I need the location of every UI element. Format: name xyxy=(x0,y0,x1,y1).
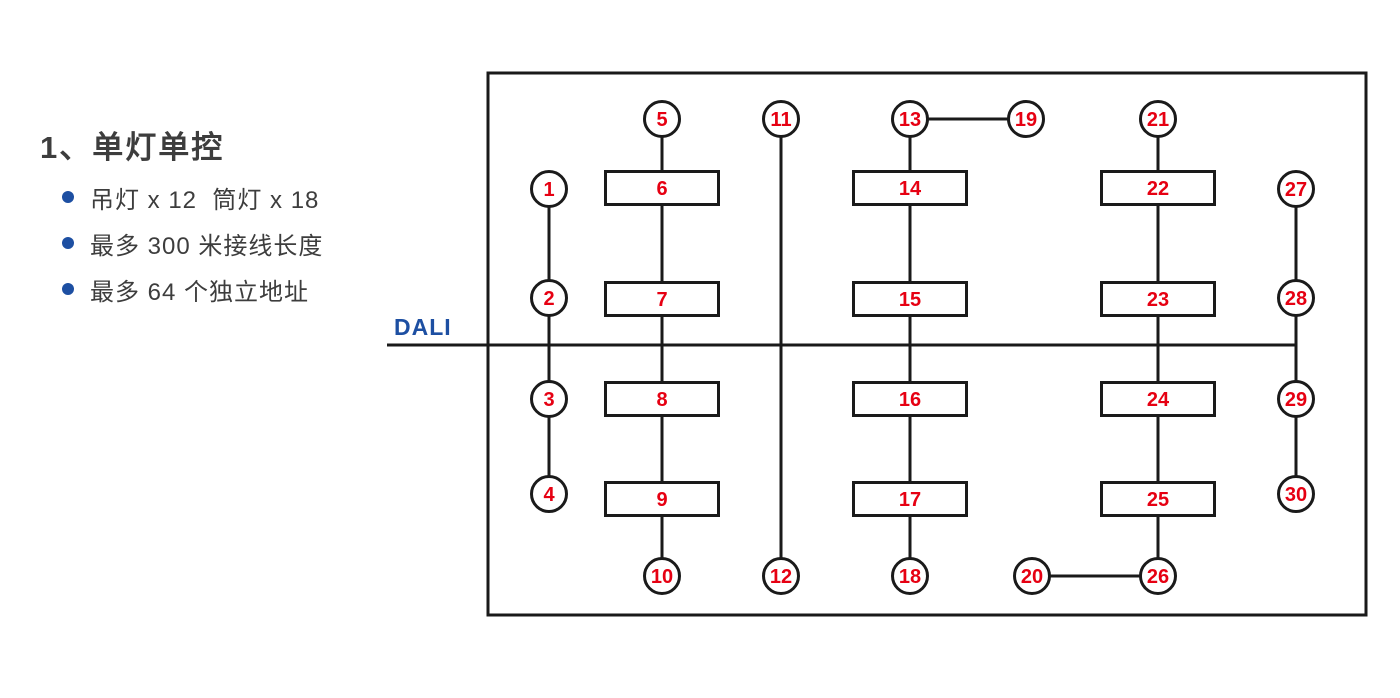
node-number: 14 xyxy=(899,178,922,200)
spec-text: 最多 300 米接线长度 xyxy=(90,232,324,260)
downlight-node-30 xyxy=(1277,475,1315,513)
downlight-node-5 xyxy=(643,100,681,138)
downlight-node-11 xyxy=(762,100,800,138)
node-number: 18 xyxy=(899,566,921,588)
dali-bus-label: DALI xyxy=(394,314,452,340)
pendant-lamp-node-17 xyxy=(852,481,968,517)
node-number: 30 xyxy=(1285,484,1307,506)
node-number: 4 xyxy=(543,484,555,506)
pendant-lamp-node-8 xyxy=(604,381,720,417)
node-number: 22 xyxy=(1147,178,1169,200)
downlight-node-21 xyxy=(1139,100,1177,138)
info-panel: 1、单灯单控 吊灯 x 12 筒灯 x 18 最多 300 米接线长度 最多 6… xyxy=(0,0,480,698)
pendant-lamp-node-14 xyxy=(852,170,968,206)
pendant-lamp-node-15 xyxy=(852,281,968,317)
node-number: 17 xyxy=(899,489,921,511)
spec-bullet: 最多 64 个独立地址 xyxy=(62,266,323,312)
node-number: 29 xyxy=(1285,389,1307,411)
node-number: 3 xyxy=(543,389,554,411)
node-number: 15 xyxy=(899,289,921,311)
pendant-lamp-node-6 xyxy=(604,170,720,206)
downlight-node-18 xyxy=(891,557,929,595)
spec-bullet: 吊灯 x 12 筒灯 x 18 xyxy=(62,174,323,220)
downlight-node-20 xyxy=(1013,557,1051,595)
pendant-lamp-node-25 xyxy=(1100,481,1216,517)
node-number: 28 xyxy=(1285,288,1307,310)
spec-text: 吊灯 x 12 筒灯 x 18 xyxy=(90,186,320,214)
downlight-node-1 xyxy=(530,170,568,208)
downlight-node-10 xyxy=(643,557,681,595)
downlight-node-27 xyxy=(1277,170,1315,208)
spec-bullet: 最多 300 米接线长度 xyxy=(62,220,323,266)
downlight-node-3 xyxy=(530,380,568,418)
pendant-lamp-node-16 xyxy=(852,381,968,417)
node-number: 13 xyxy=(899,109,921,131)
node-number: 23 xyxy=(1147,289,1169,311)
node-number: 27 xyxy=(1285,179,1307,201)
section-title: 1、单灯单控 xyxy=(40,130,225,165)
node-number: 25 xyxy=(1147,489,1169,511)
node-number: 16 xyxy=(899,389,921,411)
downlight-node-29 xyxy=(1277,380,1315,418)
bullet-dot-icon xyxy=(62,237,74,249)
node-number: 24 xyxy=(1147,389,1170,411)
node-number: 21 xyxy=(1147,109,1169,131)
downlight-node-26 xyxy=(1139,557,1177,595)
bullet-dot-icon xyxy=(62,283,74,295)
node-number: 8 xyxy=(656,389,667,411)
node-number: 19 xyxy=(1015,109,1037,131)
downlight-node-28 xyxy=(1277,279,1315,317)
node-number: 10 xyxy=(651,566,673,588)
pendant-lamp-node-23 xyxy=(1100,281,1216,317)
node-number: 20 xyxy=(1021,566,1043,588)
downlight-node-2 xyxy=(530,279,568,317)
spec-text: 最多 64 个独立地址 xyxy=(90,278,310,306)
pendant-lamp-node-22 xyxy=(1100,170,1216,206)
node-number: 11 xyxy=(770,109,791,131)
node-number: 9 xyxy=(656,489,667,511)
pendant-lamp-node-24 xyxy=(1100,381,1216,417)
node-number: 5 xyxy=(656,109,667,131)
node-number: 1 xyxy=(543,179,554,201)
bullet-dot-icon xyxy=(62,191,74,203)
pendant-lamp-node-7 xyxy=(604,281,720,317)
downlight-node-13 xyxy=(891,100,929,138)
downlight-node-19 xyxy=(1007,100,1045,138)
downlight-node-12 xyxy=(762,557,800,595)
node-number: 12 xyxy=(770,566,792,588)
downlight-node-4 xyxy=(530,475,568,513)
node-number: 26 xyxy=(1147,566,1169,588)
node-number: 7 xyxy=(656,289,667,311)
pendant-lamp-node-9 xyxy=(604,481,720,517)
node-number: 2 xyxy=(543,288,554,310)
node-number: 6 xyxy=(656,178,667,200)
spec-bullet-list: 吊灯 x 12 筒灯 x 18 最多 300 米接线长度 最多 64 个独立地址 xyxy=(62,174,323,312)
